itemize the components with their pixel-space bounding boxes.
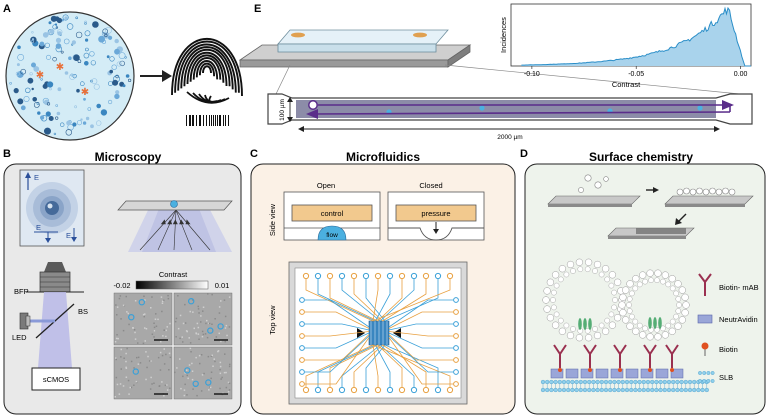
panel-d-title: Surface chemistry [589,150,693,164]
micrograph-tile [113,292,173,346]
panel-d-letter: D [520,148,528,160]
open-label: Open [317,181,335,190]
panel-d: D Surface chemistry [520,148,766,415]
scattering-inset: E E E [19,169,85,247]
mab-icon [698,273,712,296]
camera-box [31,367,81,391]
deposition-steps [547,174,754,239]
panel-a-letter: A [3,3,11,15]
pressure-label: pressure [421,209,450,218]
contrast-title: Contrast [159,270,188,279]
field-label-top: E [34,173,39,182]
barcode-icon [186,115,229,126]
contrast-max: 0.01 [215,281,230,290]
bfp-label: BFP [14,287,29,296]
legend-slb: SLB [719,373,733,382]
histogram-tick-label: 0.00 [734,71,748,78]
particle-cloud: ✱ ✱ ✱ [9,14,132,136]
valve-closed: Closed pressure [387,181,485,241]
valve-open: Open control flow [283,181,381,241]
panel-e: E [238,3,753,141]
length-scale-label: 2000 µm [497,134,522,141]
panel-b-letter: B [3,148,11,160]
side-view-label: Side view [268,203,277,236]
histogram-tick-label: -0.10 [524,71,540,78]
svg-text:✱: ✱ [81,87,89,98]
panel-c-letter: C [250,148,258,160]
surface-legend: Biotin- mAB NeutrAvidin Biotin SLB [697,273,759,383]
histogram-tick-label: -0.05 [628,71,644,78]
tracked-particle [308,100,318,110]
panel-a: A ✱ ✱ ✱ [3,3,243,141]
histogram-fill [521,8,751,66]
slb-icon [698,371,715,383]
channel-view [267,93,753,125]
micrograph-tile [173,346,233,400]
contrast-min: -0.02 [113,281,130,290]
length-scale: 2000 µm [298,126,720,141]
histogram-line [521,6,751,67]
legend-neutravidin: NeutrAvidin [719,315,758,324]
inlet-port [291,32,305,38]
beamsplitter-label: BS [78,307,88,316]
svg-text:✱: ✱ [36,70,44,81]
microscope-optics: BFP BS LED sCMOS [12,262,88,391]
arrow-right-icon [140,70,172,82]
channel-network [299,272,459,394]
panel-c-title: Microfluidics [346,150,420,164]
panel-e-letter: E [254,3,261,15]
chip-3d [238,29,472,68]
camera-label: sCMOS [43,375,69,384]
top-view-label: Top view [268,305,277,335]
panel-b: B Microscopy E E E [3,148,242,415]
closed-label: Closed [419,181,442,190]
height-scale-label: 100 µm [279,99,286,121]
vesicle-binding [540,258,709,393]
contrast-colorbar: Contrast -0.02 0.01 [113,270,229,290]
height-scale: 100 µm [279,97,293,122]
flow-label: flow [326,232,338,239]
legend-biotin: Biotin [719,345,738,354]
field-label-right: E [66,231,71,240]
legend-mab: Biotin- mAB [719,283,759,292]
biotin-icon [701,342,709,356]
neutravidin-icon [697,314,713,324]
panel-b-title: Microscopy [95,150,162,164]
svg-text:✱: ✱ [56,62,64,73]
contrast-histogram: -0.10 -0.05 0.00 Incidences Contrast [499,3,752,89]
outlet-port [413,32,427,38]
control-label: control [321,209,344,218]
field-label-bottom: E [36,223,41,232]
micrograph-tile [173,292,233,346]
micrograph-grid [113,292,233,400]
illumination-cone [117,200,233,252]
led-label: LED [12,333,27,342]
histogram-xlabel: Contrast [612,80,641,89]
histogram-ylabel: Incidences [499,17,508,53]
micrograph-tile [113,346,173,400]
fingerprint-icon [171,38,243,104]
panel-c: C Microfluidics Side view Open control f… [250,148,516,415]
